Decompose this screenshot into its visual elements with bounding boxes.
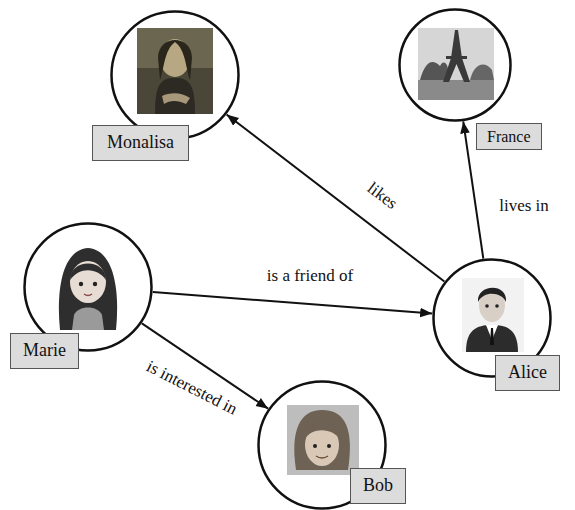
entity-node: Alice xyxy=(432,258,552,378)
relation-label: is a friend of xyxy=(267,266,353,286)
node-label: Marie xyxy=(10,333,79,369)
girl-picture xyxy=(59,248,117,330)
circle-outline xyxy=(398,8,512,122)
circle-outline xyxy=(25,224,152,351)
node-label: Monalisa xyxy=(92,125,189,161)
entity-node: Bob xyxy=(257,380,387,510)
node-label: Bob xyxy=(350,468,406,504)
entity-node: Monalisa xyxy=(110,10,240,140)
relation-arrow xyxy=(227,115,445,282)
circle-outline xyxy=(112,12,239,139)
eiffel-tower-picture xyxy=(418,28,494,100)
relation-arrow xyxy=(153,292,432,313)
painting-picture xyxy=(137,28,213,114)
entity-node: Marie xyxy=(23,222,153,352)
relation-label: lives in xyxy=(499,196,549,216)
node-label: France xyxy=(476,123,542,150)
relation-label: is interested in xyxy=(143,356,241,419)
entity-node: France xyxy=(398,8,512,122)
relation-label: likes xyxy=(363,178,401,214)
circle-outline xyxy=(400,10,511,121)
boy-picture xyxy=(287,405,359,475)
man-in-suit-picture xyxy=(462,278,524,352)
circle-outline xyxy=(110,10,240,140)
node-label: Alice xyxy=(495,355,560,391)
